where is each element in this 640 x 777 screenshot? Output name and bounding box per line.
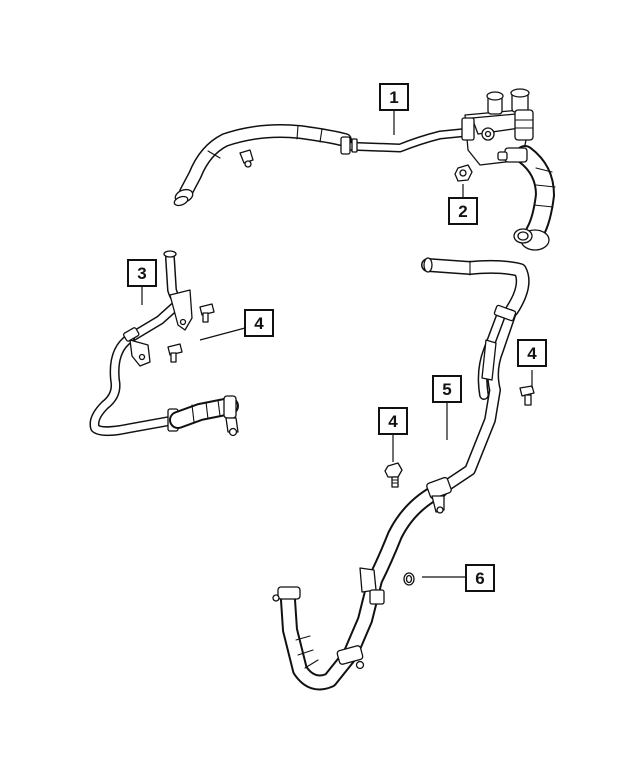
callout-3: 3 [127,259,157,287]
callout-label-1: 1 [389,88,398,107]
callout-label-3: 3 [137,264,146,283]
heater-hose-assembly-1 [173,88,556,251]
callout-4c: 4 [378,407,408,435]
leader-line-4a [199,327,246,341]
callout-6: 6 [465,564,495,592]
callout-label-4a: 4 [254,314,264,333]
bolt-part-4-left-lower [167,343,183,363]
bolt-part-4-right [519,385,535,406]
heater-hose-assembly-3 [89,250,239,437]
callout-4a: 4 [244,309,274,337]
callout-label-6: 6 [475,569,484,588]
callout-1: 1 [379,83,409,111]
bolt-part-4-left-upper [199,303,215,323]
nut-part-2 [454,164,473,182]
callout-label-4b: 4 [527,344,537,363]
callout-4b: 4 [517,339,547,367]
bolt-part-4-center [384,462,403,488]
callout-2: 2 [448,197,478,225]
heater-hose-assembly-5 [272,257,530,691]
callout-label-2: 2 [458,202,467,221]
callout-label-5: 5 [442,380,451,399]
o-ring-part-6 [403,572,415,586]
callout-5: 5 [432,375,462,403]
callout-label-4c: 4 [388,412,398,431]
